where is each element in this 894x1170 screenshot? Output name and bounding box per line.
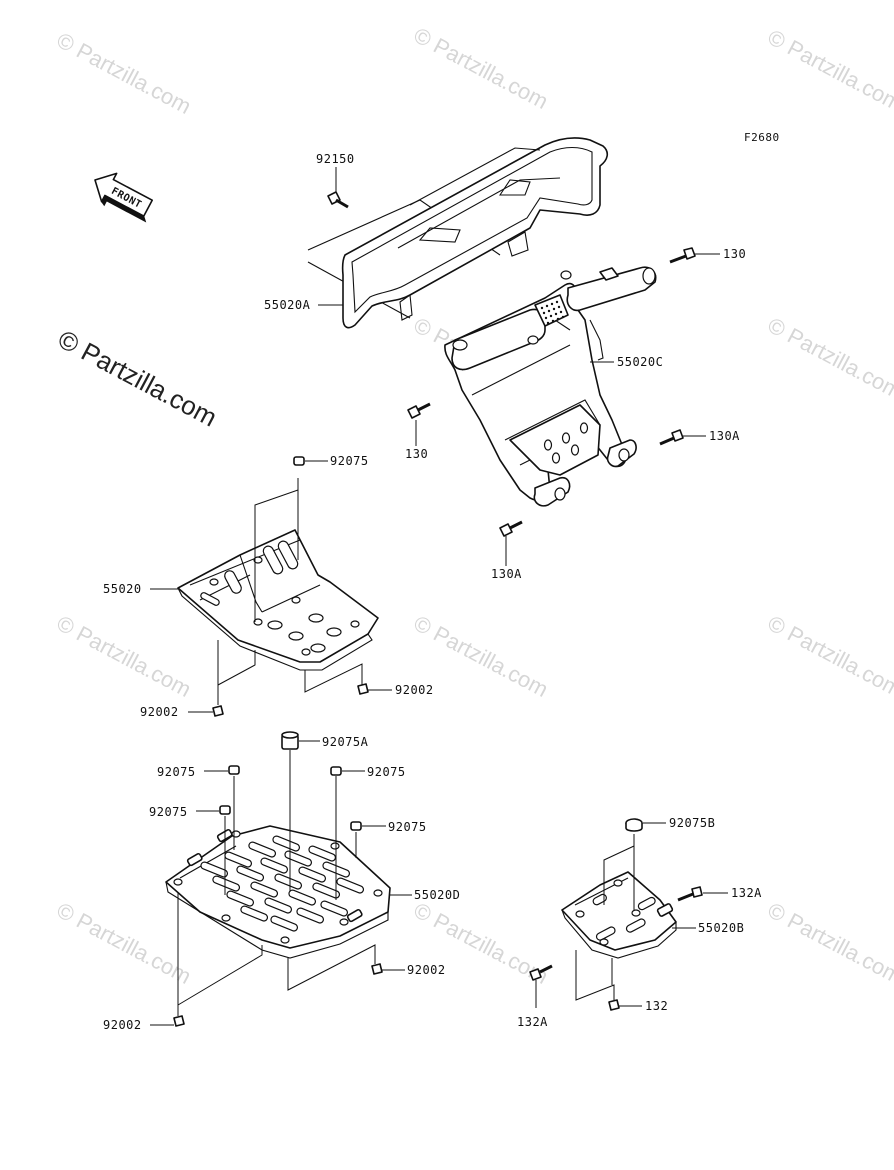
watermark-layer: © Partzilla.com © Partzilla.com © Partzi… bbox=[53, 22, 894, 989]
callout-130a: 130A bbox=[491, 567, 522, 581]
watermark: © Partzilla.com bbox=[53, 610, 196, 702]
callout-130a: 130A bbox=[709, 429, 740, 443]
callout-92075a: 92075A bbox=[322, 735, 369, 749]
bolt-92002-low-left bbox=[173, 1015, 185, 1027]
nut-92075-b bbox=[330, 766, 342, 776]
callout-92075: 92075 bbox=[149, 805, 188, 819]
callout-92002: 92002 bbox=[407, 963, 446, 977]
callout-92075: 92075 bbox=[157, 765, 196, 779]
callout-92075b: 92075B bbox=[669, 816, 715, 830]
bolt-130a-bottom bbox=[499, 520, 523, 537]
callout-92075: 92075 bbox=[367, 765, 406, 779]
bolt-130-top bbox=[669, 247, 696, 264]
callout-132: 132 bbox=[645, 999, 668, 1013]
watermark: © Partzilla.com bbox=[53, 897, 196, 989]
leaders-skid-d bbox=[150, 740, 412, 1026]
callout-55020d: 55020D bbox=[414, 888, 460, 902]
bolt-132a-left bbox=[529, 964, 553, 981]
watermark: © Partzilla.com bbox=[410, 22, 553, 114]
leaders-skid-b bbox=[535, 822, 728, 1008]
callout-92075: 92075 bbox=[388, 820, 427, 834]
skid-plate-55020b bbox=[561, 871, 677, 959]
watermark: © Partzilla.com bbox=[764, 610, 894, 702]
front-bumper-assembly bbox=[307, 137, 657, 507]
figure-code: F2680 bbox=[744, 131, 780, 144]
bolt-92002-mid-left bbox=[212, 705, 224, 717]
nut-92075-d bbox=[350, 821, 362, 831]
bolt-132a-right bbox=[677, 886, 703, 902]
callout-92002: 92002 bbox=[103, 1018, 142, 1032]
callout-132a: 132A bbox=[731, 886, 762, 900]
partzilla-watermark-large: © Partzilla.com bbox=[53, 324, 222, 433]
watermark: © Partzilla.com bbox=[764, 312, 894, 404]
leaders-skid bbox=[150, 460, 392, 713]
collar-92075a bbox=[281, 731, 299, 750]
callout-132a: 132A bbox=[517, 1015, 548, 1029]
cap-92075b bbox=[625, 818, 643, 832]
callout-92002: 92002 bbox=[395, 683, 434, 697]
callout-55020c: 55020C bbox=[617, 355, 663, 369]
watermark: © Partzilla.com bbox=[53, 27, 196, 119]
callout-130: 130 bbox=[723, 247, 746, 261]
nut-92075-c bbox=[219, 805, 231, 815]
callout-92002: 92002 bbox=[140, 705, 179, 719]
callout-92075: 92075 bbox=[330, 454, 369, 468]
callout-55020: 55020 bbox=[103, 582, 142, 596]
leaders-upper bbox=[318, 167, 720, 566]
bolt-92002-mid-right bbox=[357, 683, 369, 695]
watermark: © Partzilla.com bbox=[764, 24, 894, 116]
skid-plate-55020d bbox=[165, 825, 391, 959]
front-arrow-icon: FRONT bbox=[94, 172, 154, 223]
callout-130: 130 bbox=[405, 447, 428, 461]
watermark: © Partzilla.com bbox=[764, 897, 894, 989]
skid-plate-55020 bbox=[177, 529, 379, 671]
bolt-132 bbox=[608, 999, 620, 1011]
bolt-130a-right bbox=[659, 429, 684, 446]
bolt-130-mid bbox=[407, 402, 431, 419]
nut-92075-a bbox=[228, 765, 240, 775]
nut-92075-top bbox=[293, 456, 305, 466]
mesh-grille bbox=[534, 294, 569, 327]
callout-92150: 92150 bbox=[316, 152, 355, 166]
bolt-92150 bbox=[327, 191, 349, 209]
callout-55020a: 55020A bbox=[264, 298, 311, 312]
bolt-92002-low-right bbox=[371, 963, 383, 975]
callout-55020b: 55020B bbox=[698, 921, 744, 935]
